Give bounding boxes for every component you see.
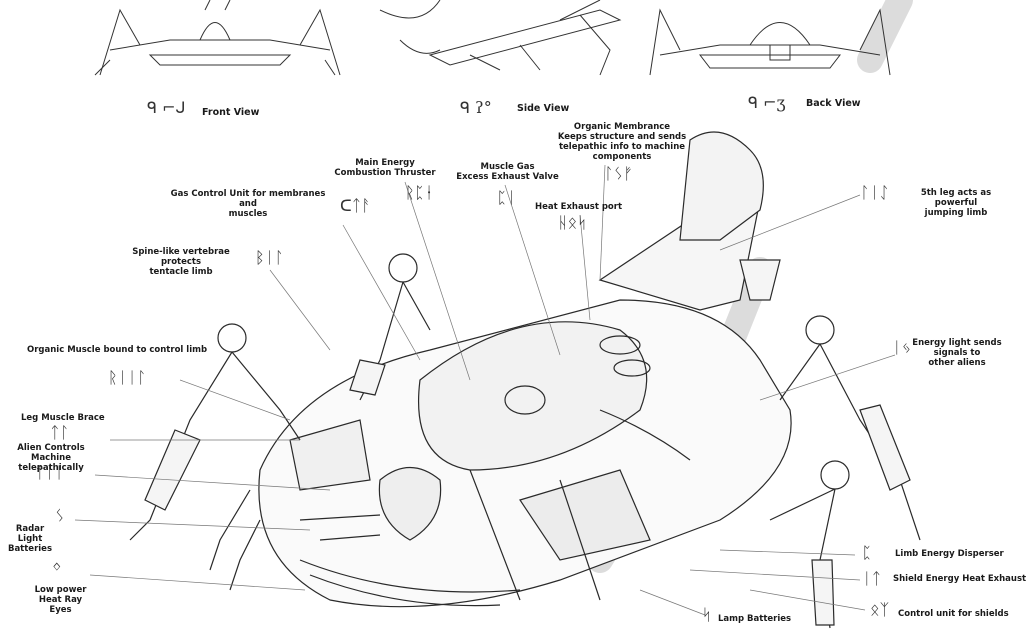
label-heat-exhaust: Heat Exhaust port (535, 202, 623, 212)
glyph-membrance: ᛚᛊᚠ (604, 164, 633, 183)
label-muscle-gas: Muscle Gas Excess Exhaust Valve (456, 162, 559, 182)
glyph-gas-control: ᑕᛏᚨ (340, 196, 371, 215)
label-organic-membrance: Organic Membrance Keeps structure and se… (557, 122, 687, 162)
label-main-energy: Main Energy Combustion Thruster (334, 158, 436, 178)
glyph-lamp-batteries: ᛋ (702, 605, 712, 624)
back-view-title: Back View (806, 98, 861, 109)
side-view-title: Side View (517, 103, 570, 114)
label-low-power: Low power Heat Ray Eyes (34, 585, 87, 615)
label-shield-energy: Shield Energy Heat Exhaust (893, 574, 1027, 584)
label-alien-controls: Alien Controls Machine telepathically (17, 443, 85, 473)
label-fifth-leg: 5th leg acts as powerful jumping limb (920, 188, 992, 218)
glyph-leg-muscle: ᛏᛚ (50, 423, 70, 442)
glyph-low-power: ᛜ (52, 558, 62, 577)
front-view-sketch (94, 0, 341, 76)
back-view-glyph: ᑫ ⌐ʒ (748, 93, 786, 112)
glyph-spine: ᛒᛁᛚ (255, 248, 284, 267)
glyph-heat-exhaust: ᚺᛟᛋ (558, 213, 587, 232)
back-view-sketch (649, 8, 891, 76)
glyph-shield-energy: ᛁᛏ (862, 569, 882, 588)
label-organic-muscle: Organic Muscle bound to control limb (27, 345, 208, 355)
glyph-organic-muscle: ᚱᛁᛁᛚ (108, 368, 147, 387)
label-radar-light: Radar Light Batteries (7, 524, 53, 554)
legs (129, 253, 921, 629)
label-energy-light: Energy light sends signals to other alie… (912, 338, 1002, 368)
glyph-main-energy: ᚱᛈᛂ (405, 183, 434, 202)
side-view-sketch (379, 0, 622, 76)
glyph-energy-light: ᛁᛃ (892, 338, 912, 357)
label-leg-muscle: Leg Muscle Brace (21, 413, 105, 423)
label-lamp-batteries: Lamp Batteries (718, 614, 792, 624)
label-spine: Spine-like vertebrae protects tentacle l… (132, 247, 230, 277)
label-control-unit: Control unit for shields (898, 609, 1009, 619)
callout-lines (74, 164, 896, 616)
label-gas-control: Gas Control Unit for membranes and muscl… (170, 189, 326, 219)
glyph-limb-energy: ᛈ (862, 543, 872, 562)
glyph-fifth-leg: ᛚᛁᛇ (860, 183, 889, 202)
main-body (258, 131, 792, 608)
front-view-title: Front View (202, 107, 260, 118)
glyph-control-unit: ᛟᛉ (870, 600, 890, 619)
glyph-alien-controls: ᛏᛁᛁ (35, 463, 64, 482)
glyph-muscle-gas: ᛈᛁ (497, 188, 517, 207)
front-view-glyph: ᑫ ⌐ᒍ (147, 98, 186, 117)
glyph-radar-light: ᛊ (55, 506, 65, 525)
side-view-glyph: ᑫ ʔ° (460, 98, 492, 117)
label-limb-energy: Limb Energy Disperser (895, 549, 1004, 559)
